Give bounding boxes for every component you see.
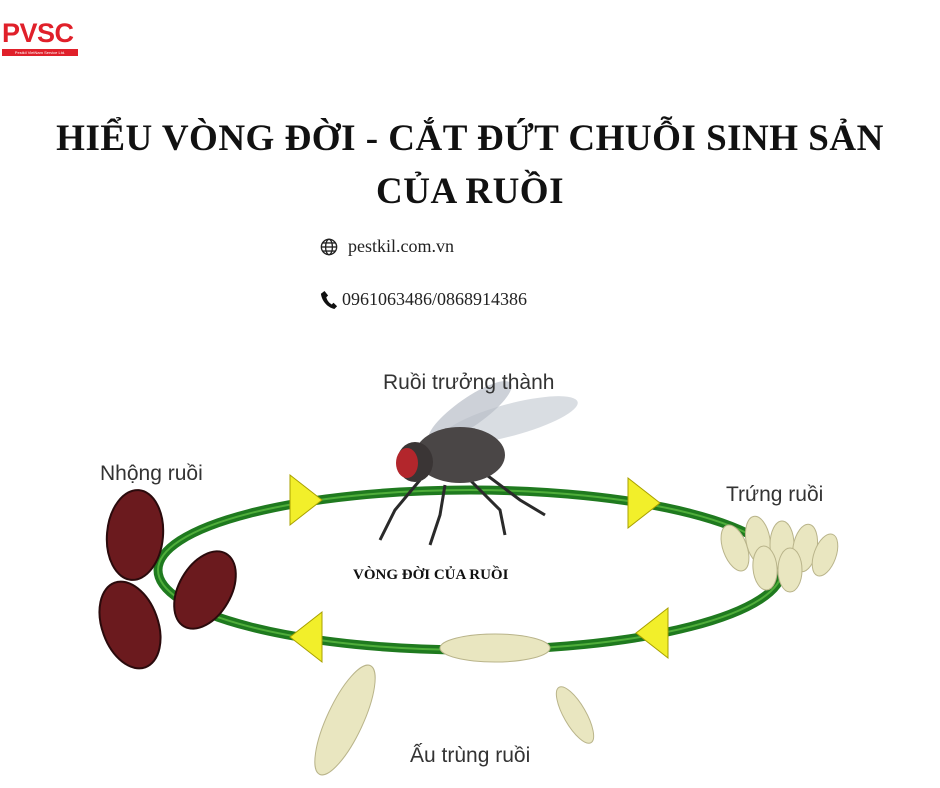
logo: PVSC Pestkil VietNam Service Ltd.	[2, 20, 78, 56]
website-link[interactable]: pestkil.com.vn	[348, 236, 454, 256]
page-title: HIỂU VÒNG ĐỜI - CẮT ĐỨT CHUỖI SINH SẢN C…	[0, 112, 940, 218]
adult-fly-illustration	[378, 381, 578, 546]
title-line-2: CỦA RUỒI	[376, 171, 564, 212]
phone-contact: 0961063486/0868914386	[320, 289, 527, 310]
phone-icon	[320, 290, 338, 309]
pupa-label: Nhộng ruồi	[100, 462, 203, 485]
egg-label: Trứng ruồi	[726, 483, 823, 506]
fly-life-cycle-diagram: Ruồi trưởng thành Nhộng ruồi Trứng ruồi …	[98, 371, 839, 776]
title-line-1: HIỂU VÒNG ĐỜI - CẮT ĐỨT CHUỖI SINH SẢN	[56, 118, 884, 159]
larva-label: Ấu trùng ruồi	[410, 744, 530, 767]
diagram-center-label: VÒNG ĐỜI CỦA RUỒI	[353, 567, 509, 583]
arrow-icon	[289, 610, 323, 664]
arrow-icon	[627, 476, 661, 530]
phone-number[interactable]: 0961063486/0868914386	[342, 289, 528, 309]
website-contact: pestkil.com.vn	[320, 236, 454, 257]
logo-tagline: Pestkil VietNam Service Ltd.	[2, 49, 78, 56]
arrow-icon	[635, 606, 669, 660]
pupae-illustration	[98, 489, 237, 670]
globe-icon	[320, 238, 338, 255]
larvae-illustration	[314, 633, 595, 776]
arrow-icon	[289, 473, 323, 527]
adult-label: Ruồi trưởng thành	[383, 371, 554, 394]
logo-text: PVSC	[2, 18, 74, 48]
fly-eggs-illustration	[720, 515, 839, 593]
